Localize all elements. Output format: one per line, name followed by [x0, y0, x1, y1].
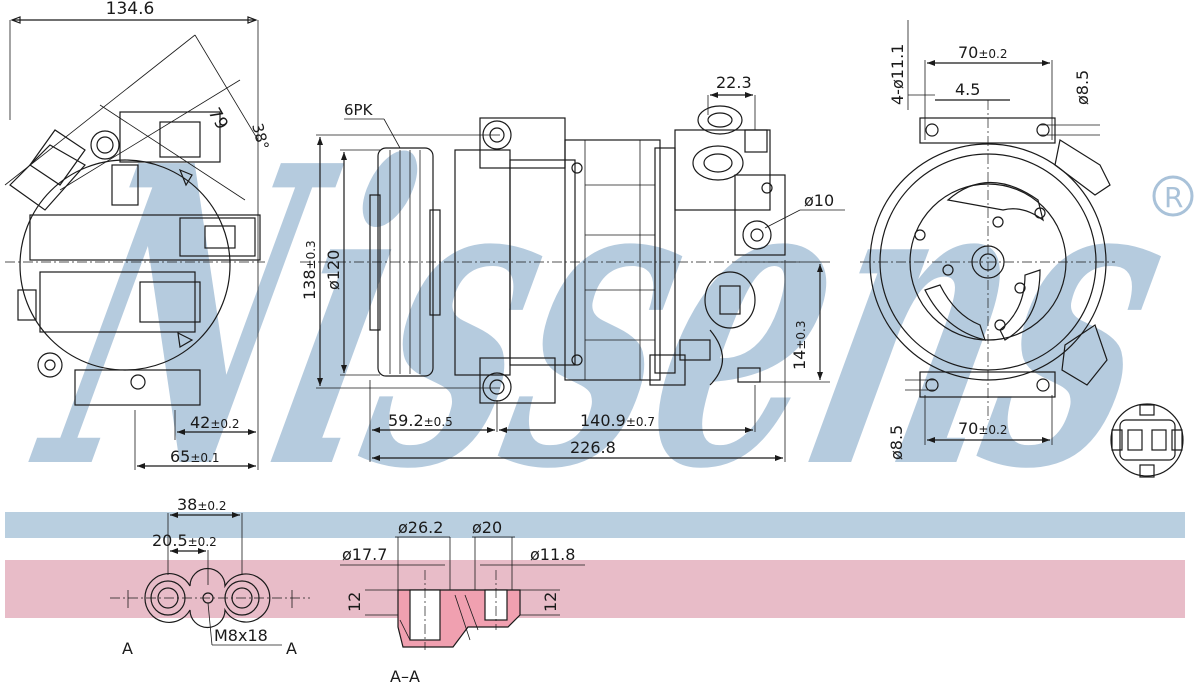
port-dim-22-3: 22.3 — [716, 73, 752, 92]
flange-spacing-20-5-tol: ±0.2 — [188, 535, 217, 549]
svg-text:70±0.2: 70±0.2 — [958, 43, 1008, 62]
front-len-59-2: 59.2 — [388, 411, 424, 430]
svg-text:59.2±0.5: 59.2±0.5 — [388, 411, 453, 430]
section-dia-17-7: ø17.7 — [342, 545, 387, 564]
end-top-dia-8-5: ø8.5 — [1073, 70, 1092, 105]
svg-text:70±0.2: 70±0.2 — [958, 419, 1008, 438]
end-top-70: 70 — [958, 43, 978, 62]
flange-spacing-38: 38 — [177, 495, 197, 514]
section-aa-view: ø26.2 ø20 ø17.7 ø11.8 12 12 A–A — [340, 518, 585, 686]
section-depth-left: 12 — [345, 592, 364, 612]
svg-text:42±0.2: 42±0.2 — [190, 413, 240, 432]
svg-text:20.5±0.2: 20.5±0.2 — [152, 531, 217, 550]
side-offset-42: 42 — [190, 413, 210, 432]
end-top-4-5: 4.5 — [955, 80, 980, 99]
flange-spacing-38-tol: ±0.2 — [197, 499, 226, 513]
blue-band — [5, 512, 1185, 538]
nissens-watermark-logo: Nissens — [3, 78, 1200, 560]
section-dia-26-2: ø26.2 — [398, 518, 443, 537]
side-width-top: 134.6 — [106, 0, 155, 19]
flange-spacing-20-5: 20.5 — [152, 531, 188, 550]
front-height-138: 138 — [300, 269, 319, 300]
hole-dia-10: ø10 — [804, 191, 834, 210]
side-offset-65: 65 — [170, 447, 190, 466]
front-len-140-9: 140.9 — [580, 411, 626, 430]
end-bottom-70: 70 — [958, 419, 978, 438]
svg-text:65±0.1: 65±0.1 — [170, 447, 220, 466]
front-view: 6PK 138±0.3 ø120 — [300, 73, 845, 462]
svg-text:38±0.2: 38±0.2 — [177, 495, 227, 514]
end-bottom-70-tol: ±0.2 — [978, 423, 1007, 437]
port-flange-view: 38±0.2 20.5±0.2 A A M8x18 — [110, 495, 310, 658]
front-height-14-tol: ±0.3 — [794, 321, 808, 350]
section-dia-11-8: ø11.8 — [530, 545, 575, 564]
section-depth-right: 12 — [541, 592, 560, 612]
registered-trademark-icon: ® R — [1152, 175, 1194, 217]
end-bottom-dia-8-5: ø8.5 — [887, 425, 906, 460]
side-offset-42-tol: ±0.2 — [210, 417, 239, 431]
front-len-226-8: 226.8 — [570, 438, 616, 457]
pulley-label: 6PK — [344, 101, 374, 119]
front-height-14: 14 — [790, 350, 809, 370]
section-mark-right: A — [286, 639, 297, 658]
svg-text:140.9±0.7: 140.9±0.7 — [580, 411, 655, 430]
end-view: 4-ø11.1 70±0.2 4.5 ø8.5 — [860, 20, 1184, 478]
end-top-70-tol: ±0.2 — [978, 47, 1007, 61]
svg-text:Nissens: Nissens — [3, 78, 1200, 560]
section-mark-left: A — [122, 639, 133, 658]
front-len-140-9-tol: ±0.7 — [626, 415, 655, 429]
side-offset-65-tol: ±0.1 — [190, 451, 219, 465]
front-height-138-tol: ±0.3 — [304, 240, 318, 269]
electrical-connector — [1110, 403, 1184, 478]
section-dia-20: ø20 — [472, 518, 502, 537]
pulley-diameter: ø120 — [324, 250, 343, 290]
front-len-59-2-tol: ±0.5 — [424, 415, 453, 429]
flange-thread: M8x18 — [214, 626, 268, 645]
end-holes-4: 4-ø11.1 — [888, 44, 907, 105]
svg-text:14±0.3: 14±0.3 — [790, 321, 809, 371]
section-title: A–A — [390, 667, 420, 686]
svg-text:R: R — [1164, 181, 1183, 214]
